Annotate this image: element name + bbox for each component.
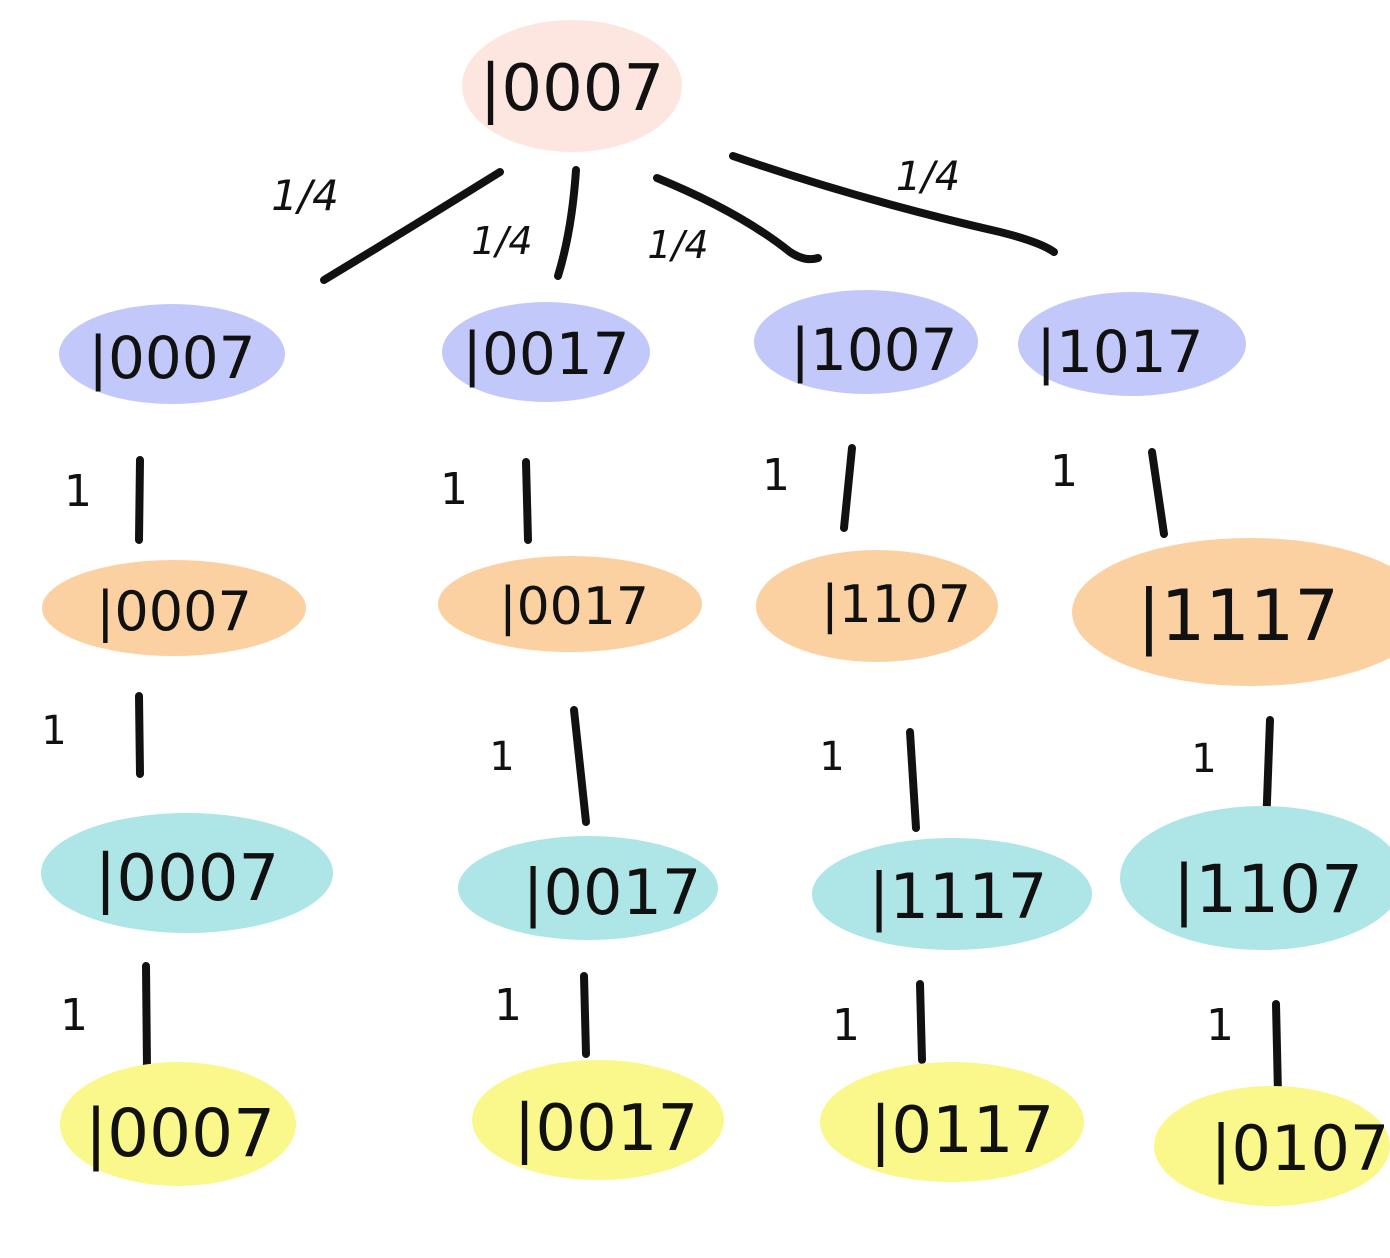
level2-label: |0007	[96, 580, 252, 643]
level3-blob	[458, 836, 718, 940]
level1-blob	[754, 290, 978, 394]
level2-blob	[438, 556, 702, 652]
prob-label: 1	[1206, 1000, 1234, 1051]
level1-label: |1017	[1036, 318, 1203, 386]
edge-root-branch-2	[554, 166, 580, 280]
prob-label: 1	[60, 990, 88, 1041]
prob-label: 1	[64, 466, 92, 517]
level1-label: |0007	[88, 324, 255, 392]
level2-blob	[756, 550, 998, 662]
prob-label: 1	[1191, 736, 1216, 782]
edge-root-branch-1	[320, 168, 504, 284]
prob-label: 1	[489, 734, 514, 780]
edge-label-branch-3: 1/4	[647, 223, 708, 267]
connector-3-4	[916, 980, 926, 1064]
level3-blob	[41, 813, 333, 933]
level4-blob	[1154, 1086, 1390, 1206]
level1-blob	[442, 302, 650, 402]
level3-label: |1117	[869, 860, 1048, 934]
edge-label-branch-4: 1/4	[896, 154, 960, 200]
prob-label: 1	[494, 980, 522, 1031]
connector-1-2	[1148, 448, 1168, 538]
connector-1-2	[840, 444, 856, 532]
connector-3-4	[142, 962, 151, 1072]
connector-1-2	[135, 456, 144, 544]
root-edges: 1/4 1/4 1/4 1/4	[271, 152, 1058, 284]
prob-label: 1	[832, 1000, 860, 1051]
branch-3: |1007 1 |1107 1 |1117 1 |0117	[754, 290, 1092, 1182]
connector-3-4	[580, 972, 590, 1058]
prob-label: 1	[1050, 446, 1078, 497]
prob-label: 1	[819, 734, 844, 780]
level3-blob	[1120, 806, 1390, 950]
edge-label-branch-2: 1/4	[471, 219, 532, 263]
prob-label: 1	[762, 450, 790, 501]
level1-label: |0017	[462, 320, 629, 388]
level2-label: |1117	[1137, 575, 1339, 657]
branch-4: |1017 1 |1117 1 |1107 1 |0107	[1018, 292, 1390, 1206]
level4-label: |0007	[85, 1095, 275, 1172]
level1-blob	[1018, 292, 1246, 396]
root-node-label: |0007	[480, 52, 664, 126]
level1-blob	[59, 304, 285, 404]
branch-2: |0017 1 |0017 1 |0017 1 |0017	[438, 302, 724, 1180]
level2-label: |1107	[821, 575, 971, 635]
level3-label: |1107	[1173, 851, 1363, 928]
level4-label: |0017	[514, 1092, 698, 1166]
edge-label-branch-1: 1/4	[271, 171, 339, 220]
connector-3-4	[1272, 1000, 1282, 1098]
level4-blob	[472, 1060, 724, 1180]
level2-label: |0017	[499, 577, 649, 637]
root-node: |0007	[462, 20, 682, 152]
level2-blob	[42, 560, 306, 656]
edge-root-branch-3	[653, 174, 822, 264]
root-node-blob	[462, 20, 682, 152]
level3-label: |0017	[523, 856, 702, 930]
connector-2-3	[135, 692, 144, 778]
level4-label: |0107	[1211, 1112, 1390, 1186]
branch-1: |0007 1 |0007 1 |0007 1 |0007	[41, 304, 333, 1186]
prob-label: 1	[440, 464, 468, 515]
connector-2-3	[570, 706, 590, 826]
level3-blob	[812, 838, 1092, 950]
edge-root-branch-4	[729, 152, 1058, 256]
level4-blob	[820, 1062, 1084, 1182]
level1-label: |1007	[790, 316, 957, 384]
level2-blob	[1072, 538, 1390, 686]
level3-label: |0007	[95, 842, 279, 916]
level4-blob	[60, 1062, 296, 1186]
connector-2-3	[906, 728, 920, 832]
prob-label: 1	[41, 708, 66, 754]
level4-label: |0117	[870, 1094, 1054, 1168]
connector-1-2	[522, 458, 532, 544]
